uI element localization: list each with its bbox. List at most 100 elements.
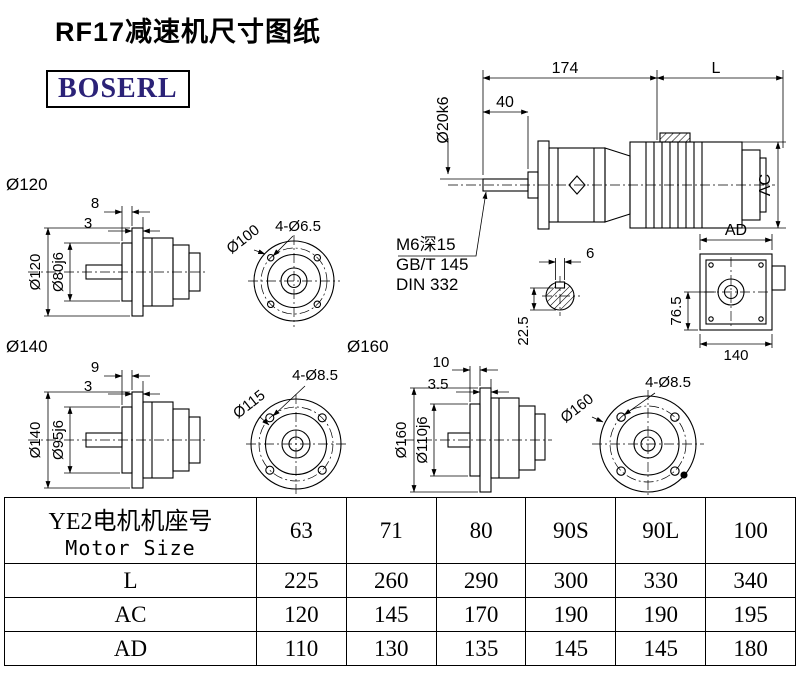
- bolt-hole: [266, 253, 275, 262]
- cell-AD-71: 130: [345, 631, 437, 666]
- tap-hole-notes: M6深15 GB/T 145 DIN 332: [396, 191, 488, 294]
- dim-shaft-diameter: Ø20k6: [435, 96, 483, 180]
- dim-boss-depth-text: 8: [91, 195, 99, 212]
- motor-size-label-cn: YE2电机机座号: [48, 509, 213, 535]
- flange-140-side-view: Ø140 9 3 Ø140 Ø95j6: [6, 337, 208, 489]
- flange-160-side-view: Ø160 10 3.5 Ø160 Ø110j6: [347, 337, 552, 493]
- cell-AC-90l: 190: [615, 597, 707, 632]
- keyway-slot: [554, 281, 566, 289]
- dim-40: 40: [482, 94, 529, 169]
- center-hole-standard-text: DIN 332: [396, 275, 458, 294]
- row-label-AC: AC: [4, 597, 257, 632]
- dim-174-L: 174 L: [482, 60, 784, 175]
- shaft-keyway-section: 6 22.5: [515, 245, 594, 346]
- dim-boss-depth-text: 10: [433, 354, 450, 371]
- flange-100-front-view: 4-Ø6.5 Ø100: [224, 218, 340, 327]
- spigot-dia-text: Ø95j6: [50, 420, 67, 460]
- bore-circle: [286, 273, 302, 289]
- technical-drawing: 174 L 40 Ø20k6 AC: [6, 60, 786, 496]
- terminal-box: [659, 132, 691, 143]
- dim-AC-text: AC: [757, 174, 774, 196]
- cell-L-63: 225: [256, 563, 347, 598]
- dim-140-text: 140: [723, 347, 748, 364]
- dim-174-text: 174: [552, 60, 579, 77]
- bolt-circle: [260, 247, 328, 315]
- flange-outer-circle: [599, 395, 697, 493]
- cell-L-100: 340: [705, 563, 796, 598]
- spigot-circle: [264, 412, 328, 476]
- cell-L-71: 260: [345, 563, 437, 598]
- view-120-label: Ø120: [6, 175, 48, 194]
- main-assembly-view: 174 L 40 Ø20k6 AC: [396, 60, 786, 294]
- row-label-AD: AD: [4, 631, 257, 666]
- dim-boss-depth-text: 9: [91, 359, 99, 376]
- cell-AD-63: 110: [256, 631, 347, 666]
- row-label-L: L: [4, 563, 257, 598]
- flange-outer-circle: [253, 240, 335, 322]
- cell-AD-100: 180: [705, 631, 796, 666]
- motor-size-63: 63: [256, 497, 347, 564]
- view-140-label: Ø140: [6, 337, 48, 356]
- bolt-hole: [313, 253, 322, 262]
- motor-size-header-cell: YE2电机机座号 Motor Size: [4, 497, 257, 564]
- tap-standard-text: GB/T 145: [396, 255, 468, 274]
- motor-size-90s: 90S: [525, 497, 617, 564]
- motor-size-label-en: Motor Size: [65, 536, 196, 560]
- corner-screw: [758, 262, 764, 268]
- cell-AC-100: 195: [705, 597, 796, 632]
- dim-step-text: 3: [84, 378, 92, 395]
- spigot-circle: [266, 253, 322, 309]
- gear-detail: [568, 175, 586, 195]
- terminal-box-side: [771, 265, 786, 291]
- fan-cover-cap: [759, 157, 767, 213]
- brand-logo: BOSERL: [46, 70, 190, 108]
- dimension-table: YE2电机机座号 Motor Size 63 71 80 90S 90L 100…: [4, 497, 796, 666]
- motor-size-90l: 90L: [615, 497, 707, 564]
- tap-note-text: M6深15: [396, 235, 456, 254]
- cell-AC-71: 145: [345, 597, 437, 632]
- section-depth-text: 22.5: [515, 316, 532, 345]
- bolt-hole: [317, 465, 327, 475]
- bolt-hole: [670, 466, 680, 476]
- bore-circle: [288, 436, 304, 452]
- bolt-circle-text: Ø100: [224, 221, 263, 257]
- motor-end-view: AD 76.5 140: [668, 222, 786, 364]
- flange-160-front-view: 4-Ø8.5 Ø160: [558, 374, 704, 496]
- spigot-dia-text: Ø80j6: [50, 252, 67, 292]
- bolt-hole: [616, 412, 626, 422]
- flange-dia-text: Ø140: [27, 422, 44, 459]
- page-title: RF17减速机尺寸图纸: [55, 17, 322, 47]
- table-header-row: YE2电机机座号 Motor Size 63 71 80 90S 90L 100: [4, 497, 796, 564]
- flange-120-side-view: Ø120 8 3 Ø120 Ø80j6: [6, 175, 208, 317]
- gear-body: [490, 397, 520, 479]
- spigot-dia-text: Ø110j6: [414, 416, 431, 463]
- bolt-hole: [317, 413, 327, 423]
- bolt-circle-text: Ø115: [230, 387, 269, 422]
- dim-76-5-text: 76.5: [668, 296, 685, 325]
- table-row-AD: AD 110 130 135 145 145 180: [4, 631, 796, 666]
- motor-size-71: 71: [345, 497, 437, 564]
- cell-AD-80: 135: [435, 631, 527, 666]
- dim-40-text: 40: [496, 94, 514, 111]
- cell-L-80: 290: [435, 563, 527, 598]
- bolt-hole: [670, 412, 680, 422]
- flange-dia-text: Ø120: [27, 254, 44, 291]
- bolt-circle: [609, 405, 687, 483]
- cell-AC-63: 120: [256, 597, 347, 632]
- dim-step-text: 3: [84, 215, 92, 232]
- dim-AC: AC: [742, 141, 786, 229]
- cell-AC-90s: 190: [525, 597, 617, 632]
- cell-L-90l: 330: [615, 563, 707, 598]
- view-160-label: Ø160: [347, 337, 389, 356]
- shaft-hub-circle: [717, 278, 745, 306]
- flange-115-front-view: 4-Ø8.5 Ø115: [230, 367, 346, 494]
- table-row-L: L 225 260 290 300 330 340: [4, 563, 796, 598]
- bolt-holes-text: 4-Ø6.5: [275, 218, 321, 235]
- bolt-hole: [265, 465, 275, 475]
- table-row-AC: AC 120 145 170 190 190 195: [4, 597, 796, 632]
- index-mark: [680, 471, 688, 479]
- flange-outer-circle: [250, 398, 342, 490]
- motor-size-100: 100: [705, 497, 796, 564]
- note-leader: [398, 191, 488, 257]
